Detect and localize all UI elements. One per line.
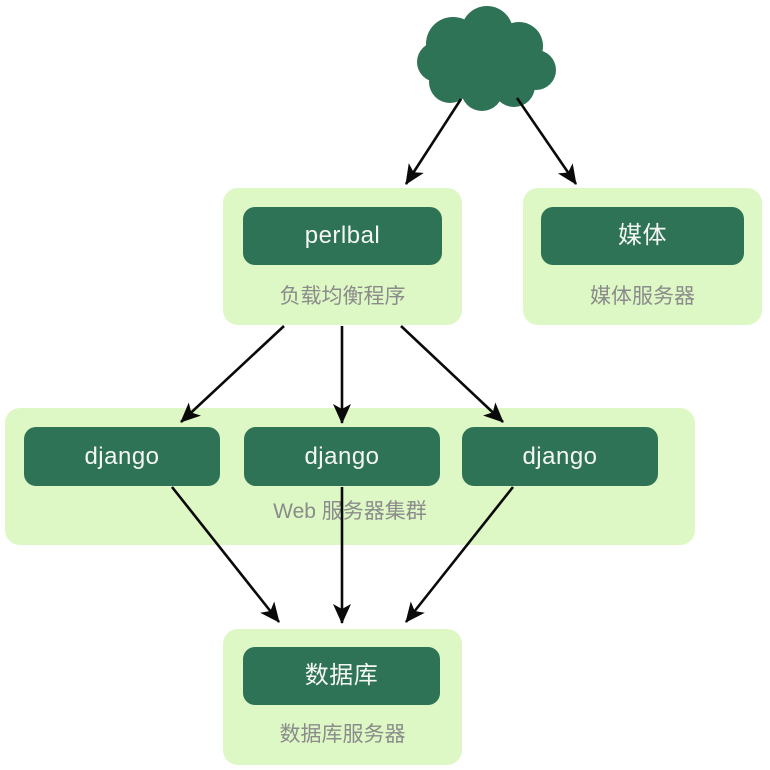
database-node: 数据库	[243, 647, 440, 705]
web-server-label-3: django	[522, 442, 598, 470]
load-balancer-node: perlbal	[243, 207, 442, 265]
arrow-cloud-to-load-balancer	[404, 98, 463, 185]
load-balancer-label: perlbal	[304, 222, 381, 249]
database-server-caption: 数据库服务器	[279, 723, 406, 746]
database-server-group: 数据库 数据库服务器	[223, 629, 462, 765]
web-server-label-2: django	[304, 442, 380, 470]
arrow-cloud-to-media-server	[515, 97, 578, 185]
web-server-label-1: django	[84, 442, 160, 470]
internet-cloud-icon	[417, 6, 556, 111]
media-server-caption: 媒体服务器	[590, 285, 695, 308]
media-server-label: 媒体	[618, 222, 667, 249]
web-server-node-2: django	[244, 427, 440, 486]
media-server-node: 媒体	[541, 207, 744, 265]
web-cluster-group: django django django Web 服务器集群	[5, 408, 695, 545]
media-server-group: 媒体 媒体服务器	[523, 188, 762, 325]
database-label: 数据库	[304, 662, 379, 689]
web-server-node-3: django	[462, 427, 658, 486]
web-server-node-1: django	[24, 427, 220, 486]
load-balancer-group: perlbal 负载均衡程序	[223, 188, 462, 325]
load-balancer-caption: 负载均衡程序	[279, 285, 406, 308]
web-cluster-caption: Web 服务器集群	[273, 500, 427, 523]
